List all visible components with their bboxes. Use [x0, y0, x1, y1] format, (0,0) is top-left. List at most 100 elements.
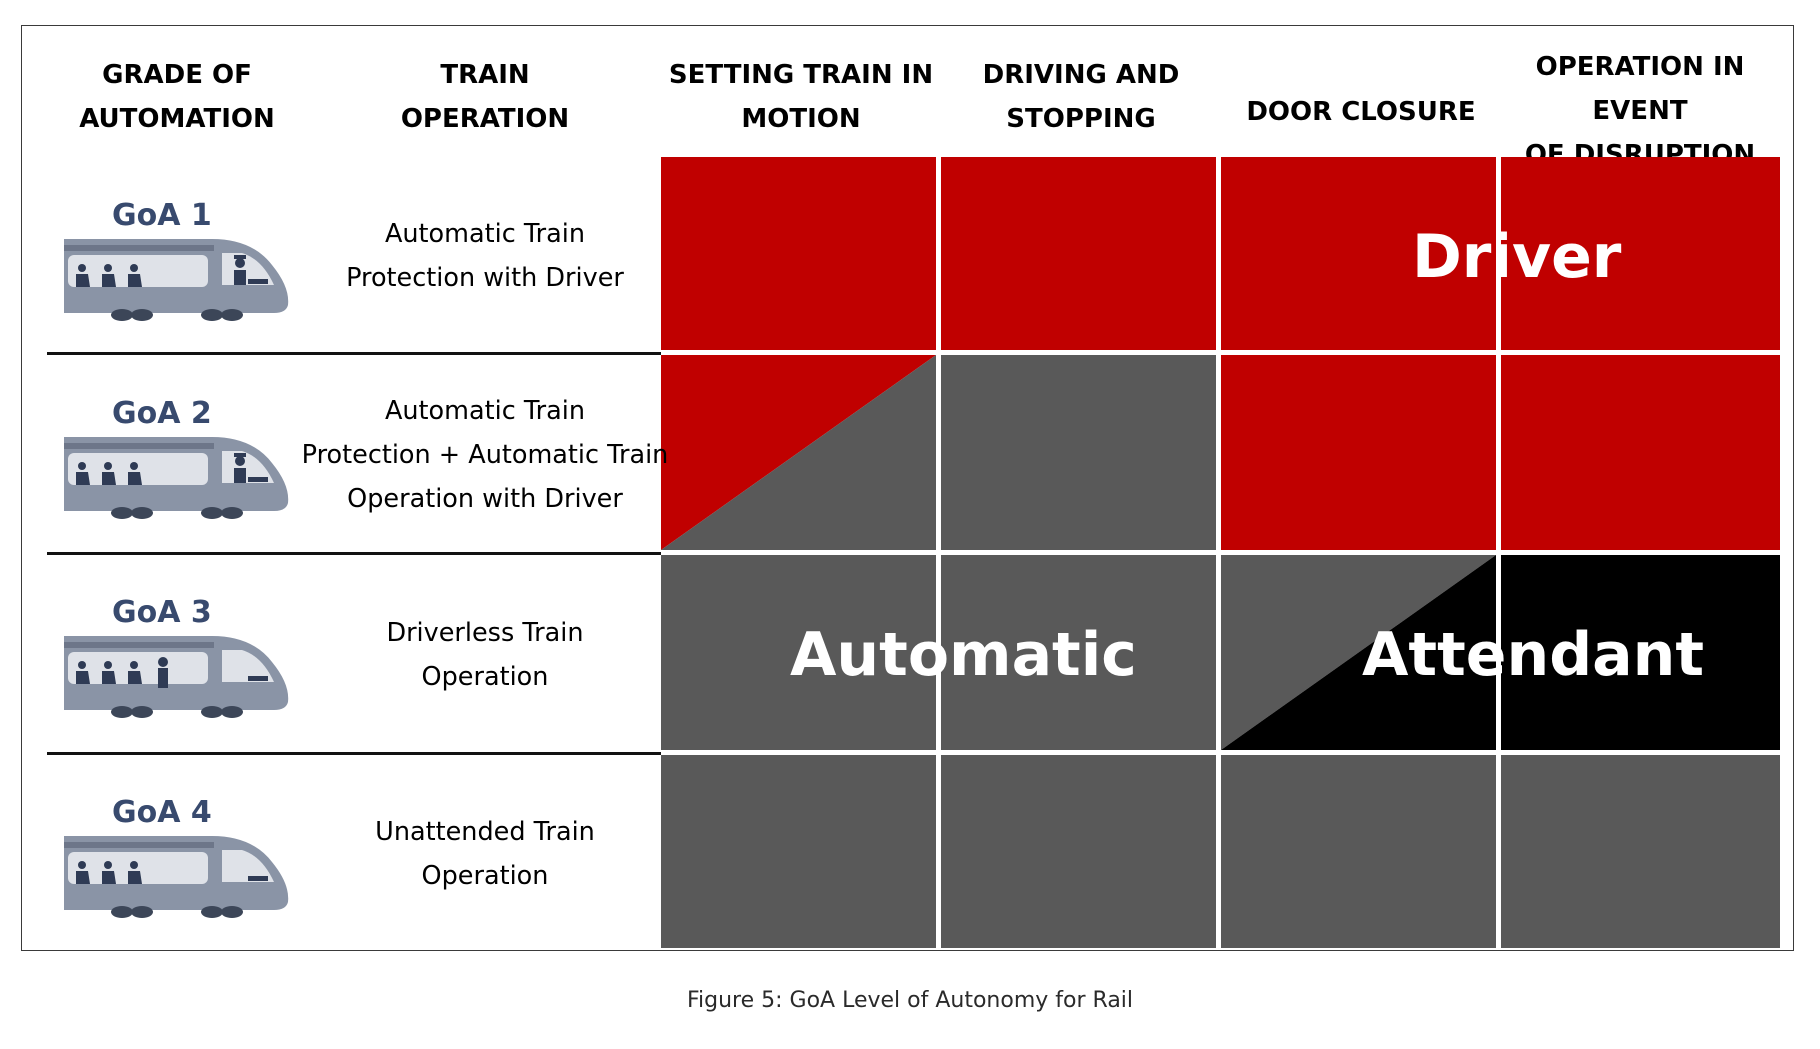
operation-line: Driverless Train: [386, 618, 584, 648]
wheel-icon: [221, 706, 243, 718]
grid-cell-driver: [1501, 355, 1780, 550]
passenger-seat-icon: [102, 462, 116, 485]
grid-cell-driver: [941, 157, 1216, 350]
operation-line: Protection + Automatic Train: [301, 440, 669, 470]
goa-label: GoA 1: [112, 198, 212, 233]
operation-line: Operation: [421, 861, 549, 891]
passenger-seat-icon: [76, 861, 90, 884]
grid-cell-automatic: [1501, 755, 1780, 948]
wheel-icon: [111, 309, 133, 321]
grid-cell-driver: [661, 157, 936, 350]
grid-cell-attendant-part: [1221, 555, 1496, 750]
header-train-operation: TRAIN OPERATION: [330, 53, 640, 141]
passenger-seat-icon: [128, 264, 142, 287]
header-setting-train-in-motion: SETTING TRAIN IN MOTION: [661, 53, 941, 141]
driver-icon: [234, 255, 246, 285]
header-line: OPERATION: [400, 104, 570, 134]
wheel-icon: [111, 507, 133, 519]
wheel-icon: [131, 309, 153, 321]
wheel-icon: [201, 906, 223, 918]
passenger-seat-icon: [128, 462, 142, 485]
header-grade-of-automation: GRADE OF AUTOMATION: [47, 53, 307, 141]
passenger-seat-icon: [102, 861, 116, 884]
wheel-icon: [221, 906, 243, 918]
wheel-icon: [111, 906, 133, 918]
passenger-seat-icon: [128, 861, 142, 884]
goa-label: GoA 3: [112, 595, 212, 630]
header-line: DRIVING AND: [982, 60, 1180, 90]
operation-line: Operation with Driver: [347, 484, 623, 514]
wheel-icon: [111, 706, 133, 718]
wheel-icon: [201, 507, 223, 519]
grid-cell-automatic: [941, 755, 1216, 948]
header-line: STOPPING: [1006, 104, 1156, 134]
grid-cell-driver: [1221, 157, 1496, 350]
train-icon-goa-2: GoA 2: [64, 396, 289, 519]
attendant-icon: [158, 657, 168, 688]
figure-caption: Figure 5: GoA Level of Autonomy for Rail: [686, 988, 1134, 1013]
goa-label: GoA 2: [112, 396, 212, 431]
header-line: DOOR CLOSURE: [1246, 97, 1476, 127]
operation-line: Automatic Train: [384, 396, 586, 426]
header-line: SETTING TRAIN IN: [668, 60, 934, 90]
control-console-icon: [248, 876, 268, 881]
figure-frame: [21, 25, 1794, 951]
train-stripe: [64, 642, 214, 648]
control-console-icon: [248, 279, 268, 284]
header-line: AUTOMATION: [79, 104, 275, 134]
passenger-seat-icon: [76, 264, 90, 287]
grid-cell-automatic-part: [661, 355, 936, 550]
grid-cell-automatic: [661, 555, 936, 750]
wheel-icon: [131, 706, 153, 718]
header-line: OPERATION IN EVENT: [1535, 52, 1745, 126]
passenger-seat-icon: [76, 661, 90, 684]
train-stripe: [64, 842, 214, 848]
header-line: MOTION: [741, 104, 861, 134]
wheel-icon: [221, 309, 243, 321]
wheel-icon: [201, 309, 223, 321]
wheel-icon: [201, 706, 223, 718]
header-line: GRADE OF: [102, 60, 252, 90]
train-cab-window: [222, 850, 274, 882]
grid-cell-attendant: [1501, 555, 1780, 750]
header-door-closure: DOOR CLOSURE: [1221, 90, 1501, 134]
goa-label: GoA 4: [112, 795, 212, 830]
operation-line: Unattended Train: [375, 817, 595, 847]
grid-cell-automatic: [941, 555, 1216, 750]
header-line: TRAIN: [440, 60, 530, 90]
operation-line: Operation: [421, 662, 549, 692]
train-icon-goa-3: GoA 3: [64, 595, 289, 718]
control-console-icon: [248, 676, 268, 681]
label-driver: Driver: [1412, 222, 1622, 292]
label-attendant: Attendant: [1362, 620, 1705, 690]
control-console-icon: [248, 477, 268, 482]
train-stripe: [64, 443, 214, 449]
wheel-icon: [221, 507, 243, 519]
passenger-seat-icon: [128, 661, 142, 684]
train-icon-goa-1: GoA 1: [64, 198, 289, 321]
passenger-seat-icon: [76, 462, 90, 485]
grid-cell-automatic: [661, 755, 936, 948]
grid-cell-automatic: [1221, 755, 1496, 948]
train-stripe: [64, 245, 214, 251]
header-driving-and-stopping: DRIVING AND STOPPING: [941, 53, 1221, 141]
wheel-icon: [131, 906, 153, 918]
row-divider: [47, 752, 661, 755]
passenger-seat-icon: [102, 661, 116, 684]
grid-cell-driver: [1501, 157, 1780, 350]
grid-cell-driver: [1221, 355, 1496, 550]
operation-line: Protection with Driver: [346, 263, 624, 293]
row-divider: [47, 552, 661, 555]
driver-icon: [234, 453, 246, 483]
row-divider: [47, 352, 661, 355]
label-automatic: Automatic: [790, 620, 1137, 690]
train-icon-goa-4: GoA 4: [64, 795, 289, 918]
train-cab-window: [222, 650, 274, 682]
operation-line: Automatic Train: [384, 219, 586, 249]
